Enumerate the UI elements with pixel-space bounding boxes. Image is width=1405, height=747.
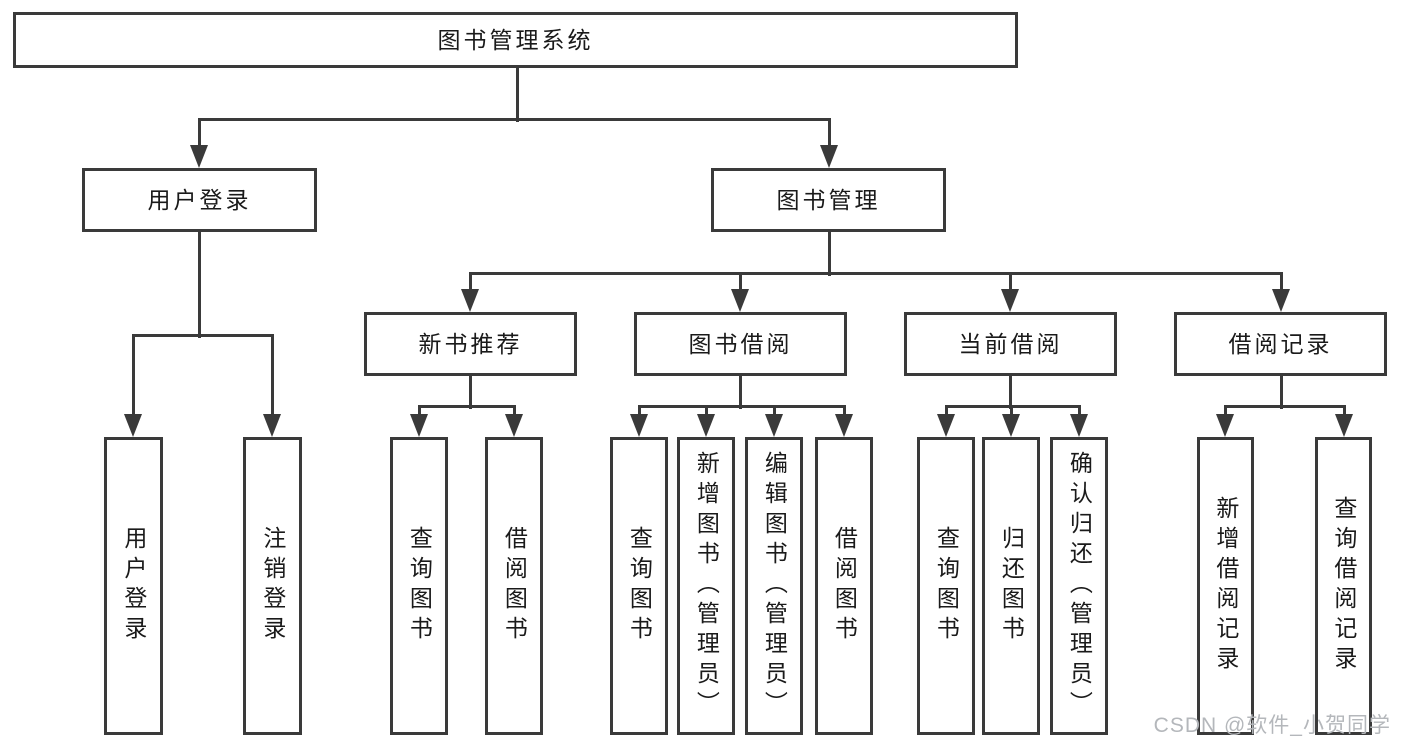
diagram-node-root: 图书管理系统 <box>13 12 1018 68</box>
edge-bar-borrow-record <box>1224 405 1346 408</box>
diagram-node-leaf-borrow-book-rec: 借阅图书 <box>485 437 543 735</box>
arrowhead-icon <box>1001 289 1019 312</box>
edge-stem-book-borrow <box>739 376 742 409</box>
node-label-leaf-borrow-book-rec: 借阅图书 <box>501 526 528 646</box>
node-label-leaf-query-book-borrow: 查询图书 <box>626 526 653 646</box>
edge-drop-book-mgmt <box>1009 273 1012 302</box>
diagram-node-leaf-return-book: 归还图书 <box>982 437 1040 735</box>
node-label-leaf-edit-book: 编辑图书（管理员） <box>761 451 788 721</box>
edge-drop-root <box>828 119 831 158</box>
edge-bar-current-borrow <box>945 405 1081 408</box>
edge-drop-root <box>198 119 201 158</box>
arrowhead-icon <box>1272 289 1290 312</box>
edge-stem-root <box>516 67 519 122</box>
arrowhead-icon <box>1070 414 1088 437</box>
node-label-leaf-add-borrow-record: 新增借阅记录 <box>1212 496 1239 676</box>
node-label-borrow-record: 借阅记录 <box>1228 330 1333 357</box>
diagram-node-leaf-user-login: 用户登录 <box>104 437 163 735</box>
diagram-node-current-borrow: 当前借阅 <box>904 312 1117 376</box>
diagram-node-user-login: 用户登录 <box>82 168 317 232</box>
edge-stem-user-login <box>198 232 201 338</box>
edge-stem-new-book-rec <box>469 376 472 409</box>
edge-bar-root <box>198 118 831 121</box>
diagram-node-leaf-add-book: 新增图书（管理员） <box>677 437 735 735</box>
edge-drop-book-mgmt <box>1280 273 1283 302</box>
arrowhead-icon <box>461 289 479 312</box>
edge-stem-borrow-record <box>1280 376 1283 409</box>
diagram-node-leaf-logout: 注销登录 <box>243 437 302 735</box>
node-label-book-borrow: 图书借阅 <box>688 330 793 357</box>
diagram-node-new-book-rec: 新书推荐 <box>364 312 577 376</box>
diagram-node-book-borrow: 图书借阅 <box>634 312 847 376</box>
diagram-node-leaf-add-borrow-record: 新增借阅记录 <box>1197 437 1254 735</box>
diagram-node-book-mgmt: 图书管理 <box>711 168 946 232</box>
node-label-leaf-user-login: 用户登录 <box>120 526 147 646</box>
arrowhead-icon <box>731 289 749 312</box>
arrowhead-icon <box>190 145 208 168</box>
node-label-leaf-query-borrow-record: 查询借阅记录 <box>1330 496 1357 676</box>
diagram-node-leaf-query-book-cur: 查询图书 <box>917 437 975 735</box>
edge-bar-book-mgmt <box>469 272 1283 275</box>
diagram-node-leaf-query-borrow-record: 查询借阅记录 <box>1315 437 1372 735</box>
edge-bar-new-book-rec <box>418 405 516 408</box>
arrowhead-icon <box>820 145 838 168</box>
diagram-node-borrow-record: 借阅记录 <box>1174 312 1387 376</box>
edge-stem-book-mgmt <box>828 232 831 276</box>
edge-bar-book-borrow <box>638 405 846 408</box>
node-label-root: 图书管理系统 <box>437 26 594 53</box>
edge-stem-current-borrow <box>1009 376 1012 409</box>
arrowhead-icon <box>263 414 281 437</box>
arrowhead-icon <box>765 414 783 437</box>
edge-drop-book-mgmt <box>739 273 742 302</box>
node-label-leaf-borrow-book-2: 借阅图书 <box>831 526 858 646</box>
diagram-node-leaf-query-book-borrow: 查询图书 <box>610 437 668 735</box>
node-label-leaf-logout: 注销登录 <box>259 526 286 646</box>
edge-drop-user-login <box>132 335 135 427</box>
node-label-leaf-query-book-rec: 查询图书 <box>406 526 433 646</box>
arrowhead-icon <box>630 414 648 437</box>
arrowhead-icon <box>505 414 523 437</box>
edge-bar-user-login <box>132 334 274 337</box>
node-label-user-login: 用户登录 <box>147 186 252 213</box>
node-label-book-mgmt: 图书管理 <box>776 186 881 213</box>
node-label-new-book-rec: 新书推荐 <box>418 330 523 357</box>
diagram-node-leaf-edit-book: 编辑图书（管理员） <box>745 437 803 735</box>
diagram-node-leaf-query-book-rec: 查询图书 <box>390 437 448 735</box>
arrowhead-icon <box>410 414 428 437</box>
node-label-leaf-return-book: 归还图书 <box>998 526 1025 646</box>
arrowhead-icon <box>1002 414 1020 437</box>
node-label-leaf-confirm-return: 确认归还（管理员） <box>1066 451 1093 721</box>
arrowhead-icon <box>1335 414 1353 437</box>
arrowhead-icon <box>937 414 955 437</box>
arrowhead-icon <box>124 414 142 437</box>
edge-drop-book-mgmt <box>469 273 472 302</box>
edge-drop-user-login <box>271 335 274 427</box>
node-label-leaf-query-book-cur: 查询图书 <box>933 526 960 646</box>
node-label-leaf-add-book: 新增图书（管理员） <box>693 451 720 721</box>
arrowhead-icon <box>1216 414 1234 437</box>
csdn-watermark: CSDN @软件_小贺同学 <box>1153 714 1391 737</box>
diagram-node-leaf-confirm-return: 确认归还（管理员） <box>1050 437 1108 735</box>
arrowhead-icon <box>835 414 853 437</box>
node-label-current-borrow: 当前借阅 <box>958 330 1063 357</box>
diagram-node-leaf-borrow-book-2: 借阅图书 <box>815 437 873 735</box>
arrowhead-icon <box>697 414 715 437</box>
